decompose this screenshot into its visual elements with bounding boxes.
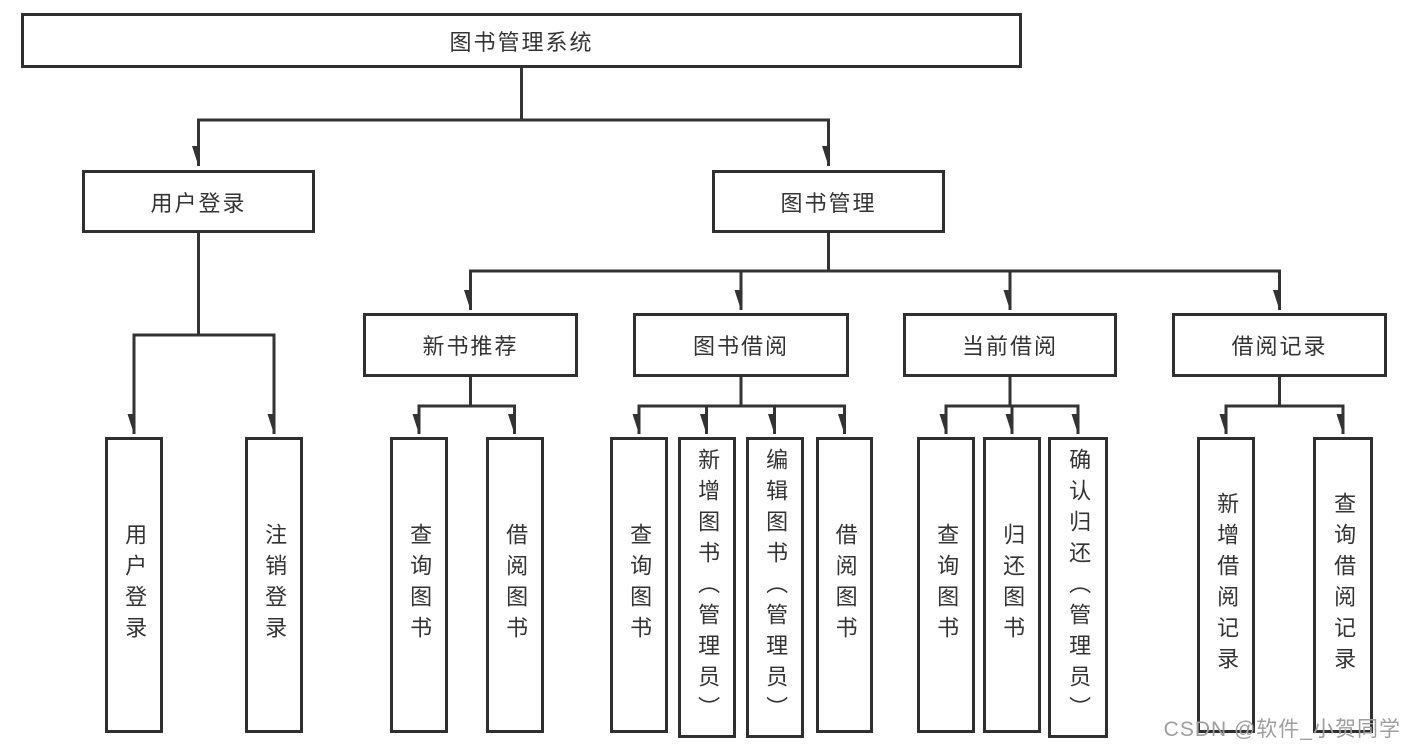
leaf-logout: 注销登录 [245, 437, 303, 733]
node-book-management-label: 图书管理 [780, 190, 877, 216]
leaf-borrow-books-recommend: 借阅图书 [486, 437, 544, 733]
node-library-management-system-label: 图书管理系统 [449, 29, 594, 55]
node-borrow-records: 借阅记录 [1172, 313, 1387, 377]
node-new-book-recommend-label: 新书推荐 [422, 334, 519, 359]
leaf-user-login-label: 用户登录 [122, 523, 148, 647]
leaf-borrow-books-recommend-label: 借阅图书 [503, 523, 529, 647]
node-book-borrow-label: 图书借阅 [692, 334, 789, 359]
node-new-book-recommend: 新书推荐 [363, 313, 578, 377]
leaf-query-books-borrow-label: 查询图书 [627, 523, 653, 647]
leaf-logout-label: 注销登录 [262, 523, 288, 647]
leaf-query-borrow-record-label: 查询借阅记录 [1331, 492, 1357, 678]
leaf-edit-books-admin: 编辑图书（管理员） [746, 437, 804, 738]
leaf-add-books-admin: 新增图书（管理员） [678, 437, 736, 738]
leaf-confirm-return-admin-label: 确认归还（管理员） [1066, 448, 1092, 727]
node-library-management-system: 图书管理系统 [21, 13, 1022, 68]
node-book-borrow: 图书借阅 [633, 313, 849, 377]
leaf-query-books-recommend: 查询图书 [390, 437, 448, 733]
leaf-borrow-books: 借阅图书 [816, 437, 873, 733]
node-current-borrow: 当前借阅 [903, 313, 1117, 377]
leaf-query-books-recommend-label: 查询图书 [407, 523, 433, 647]
leaf-add-borrow-record: 新增借阅记录 [1197, 437, 1255, 733]
leaf-return-books: 归还图书 [983, 437, 1041, 733]
node-book-management: 图书管理 [712, 170, 945, 233]
node-user-login-label: 用户登录 [150, 190, 247, 216]
node-user-login: 用户登录 [82, 170, 315, 233]
leaf-edit-books-admin-label: 编辑图书（管理员） [763, 448, 789, 727]
watermark: CSDN @软件_小贺同学 [1163, 718, 1401, 741]
leaf-confirm-return-admin: 确认归还（管理员） [1048, 437, 1108, 738]
leaf-query-borrow-record: 查询借阅记录 [1313, 437, 1373, 733]
leaf-query-books-current: 查询图书 [917, 437, 975, 733]
leaf-borrow-books-label: 借阅图书 [832, 523, 858, 647]
leaf-user-login: 用户登录 [105, 437, 163, 733]
leaf-query-books-current-label: 查询图书 [934, 523, 960, 647]
leaf-add-books-admin-label: 新增图书（管理员） [695, 448, 721, 727]
leaf-add-borrow-record-label: 新增借阅记录 [1214, 492, 1240, 678]
leaf-query-books-borrow: 查询图书 [610, 437, 668, 733]
node-current-borrow-label: 当前借阅 [961, 334, 1058, 359]
leaf-return-books-label: 归还图书 [1000, 523, 1026, 647]
node-borrow-records-label: 借阅记录 [1231, 334, 1328, 359]
